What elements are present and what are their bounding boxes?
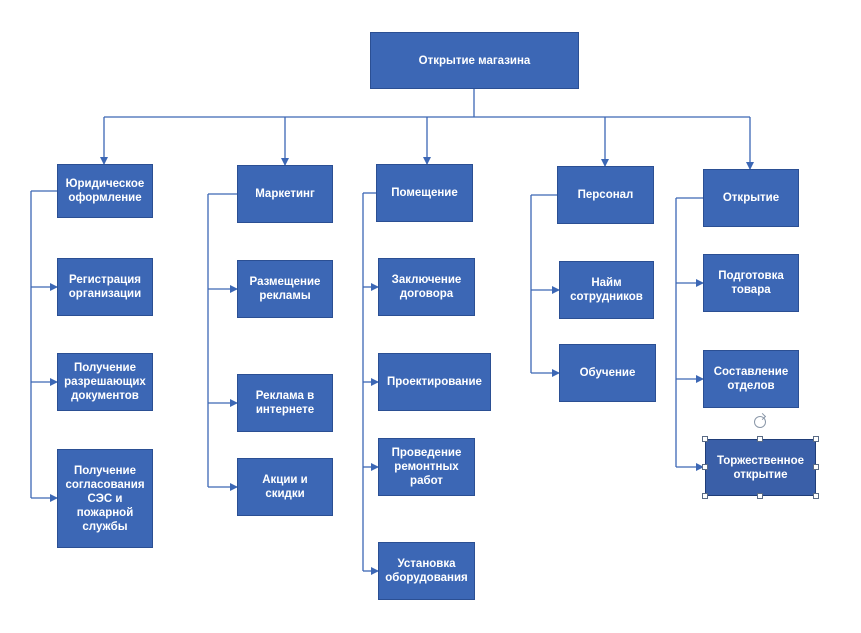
- opening-item-departments[interactable]: Составление отделов: [703, 350, 799, 408]
- root-node[interactable]: Открытие магазина: [370, 32, 579, 89]
- resize-handle-s[interactable]: [757, 493, 763, 499]
- marketing-item-internet[interactable]: Реклама в интернете: [237, 374, 333, 432]
- resize-handle-n[interactable]: [757, 436, 763, 442]
- resize-handle-ne[interactable]: [813, 436, 819, 442]
- rotate-handle-icon[interactable]: [754, 416, 766, 428]
- column-staff-header[interactable]: Персонал: [557, 166, 654, 224]
- resize-handle-w[interactable]: [702, 464, 708, 470]
- opening-item-goods[interactable]: Подготовка товара: [703, 254, 799, 312]
- marketing-item-ads[interactable]: Размещение рекламы: [237, 260, 333, 318]
- column-legal-header[interactable]: Юридическое оформление: [57, 164, 153, 218]
- resize-handle-sw[interactable]: [702, 493, 708, 499]
- legal-item-registration[interactable]: Регистрация организации: [57, 258, 153, 316]
- column-premises-header[interactable]: Помещение: [376, 164, 473, 222]
- staff-item-hiring[interactable]: Найм сотрудников: [559, 261, 654, 319]
- legal-item-approval[interactable]: Получение согласования СЭС и пожарной сл…: [57, 449, 153, 548]
- resize-handle-se[interactable]: [813, 493, 819, 499]
- column-opening-header[interactable]: Открытие: [703, 169, 799, 227]
- opening-item-grand-opening[interactable]: Торжественное открытие: [705, 439, 816, 496]
- column-marketing-header[interactable]: Маркетинг: [237, 165, 333, 223]
- premises-item-design[interactable]: Проектирование: [378, 353, 491, 411]
- staff-item-training[interactable]: Обучение: [559, 344, 656, 402]
- marketing-item-promotions[interactable]: Акции и скидки: [237, 458, 333, 516]
- premises-item-equipment[interactable]: Установка оборудования: [378, 542, 475, 600]
- legal-item-permits[interactable]: Получение разрешающих документов: [57, 353, 153, 411]
- resize-handle-e[interactable]: [813, 464, 819, 470]
- premises-item-contract[interactable]: Заключение договора: [378, 258, 475, 316]
- resize-handle-nw[interactable]: [702, 436, 708, 442]
- premises-item-renovation[interactable]: Проведение ремонтных работ: [378, 438, 475, 496]
